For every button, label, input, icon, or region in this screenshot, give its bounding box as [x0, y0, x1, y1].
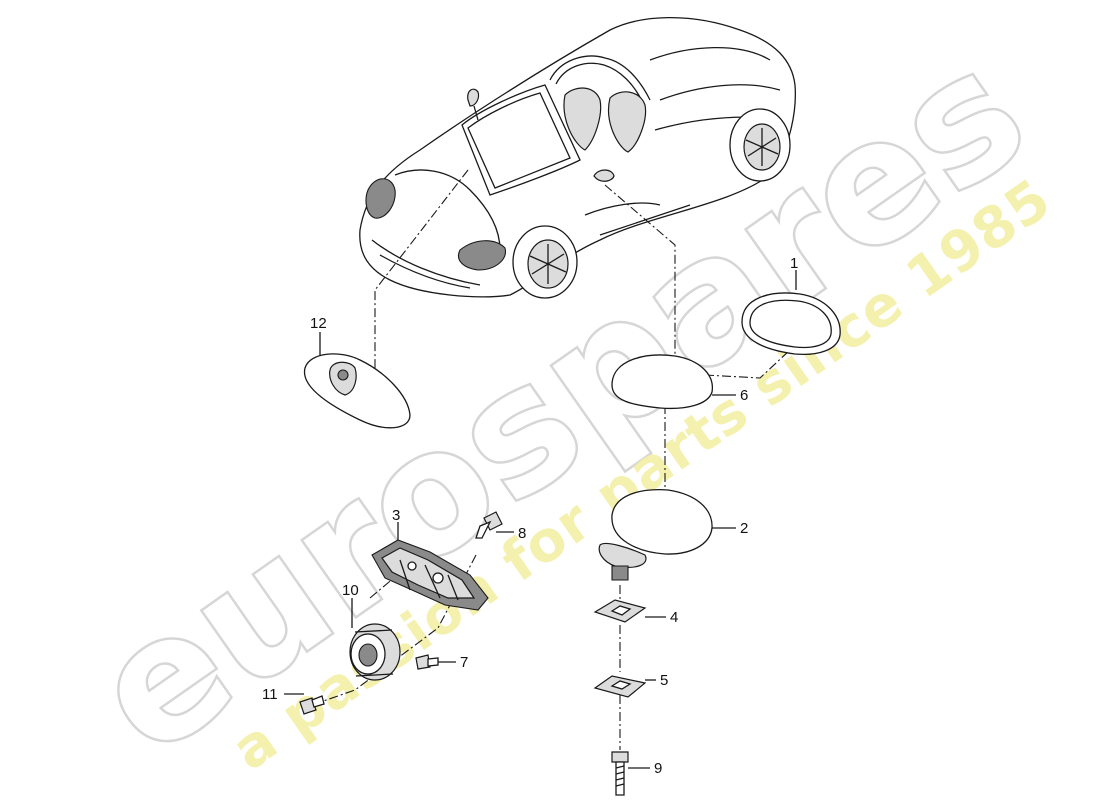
callouts: 1 2 3 4 5 6 7 8 9 10 11 12	[262, 255, 798, 777]
part-11-screw	[299, 695, 325, 715]
part-9-bolt	[611, 751, 629, 796]
part-3-mirror-bracket	[371, 539, 489, 611]
part-2-mirror-housing	[598, 489, 713, 581]
callout-6: 6	[740, 387, 748, 404]
part-10-motor	[349, 623, 401, 681]
leader-lines	[311, 169, 791, 750]
part-12-interior-mirror	[304, 353, 411, 429]
callout-2: 2	[740, 520, 748, 537]
part-8-screw	[475, 511, 503, 539]
callout-10: 10	[342, 582, 359, 599]
callout-12: 12	[310, 315, 327, 332]
part-7-screw	[415, 654, 439, 670]
callout-4: 4	[670, 609, 678, 626]
callout-9: 9	[654, 760, 662, 777]
part-5-plate	[593, 675, 647, 698]
car-illustration	[359, 16, 796, 299]
part-4-gasket	[593, 599, 647, 623]
callout-5: 5	[660, 672, 668, 689]
callout-3: 3	[392, 507, 400, 524]
callout-7: 7	[460, 654, 468, 671]
callout-11: 11	[262, 686, 278, 703]
callout-8: 8	[518, 525, 526, 542]
part-6-mirror-glass	[611, 354, 713, 410]
callout-1: 1	[790, 255, 798, 272]
part-1-mirror-frame	[741, 292, 841, 356]
